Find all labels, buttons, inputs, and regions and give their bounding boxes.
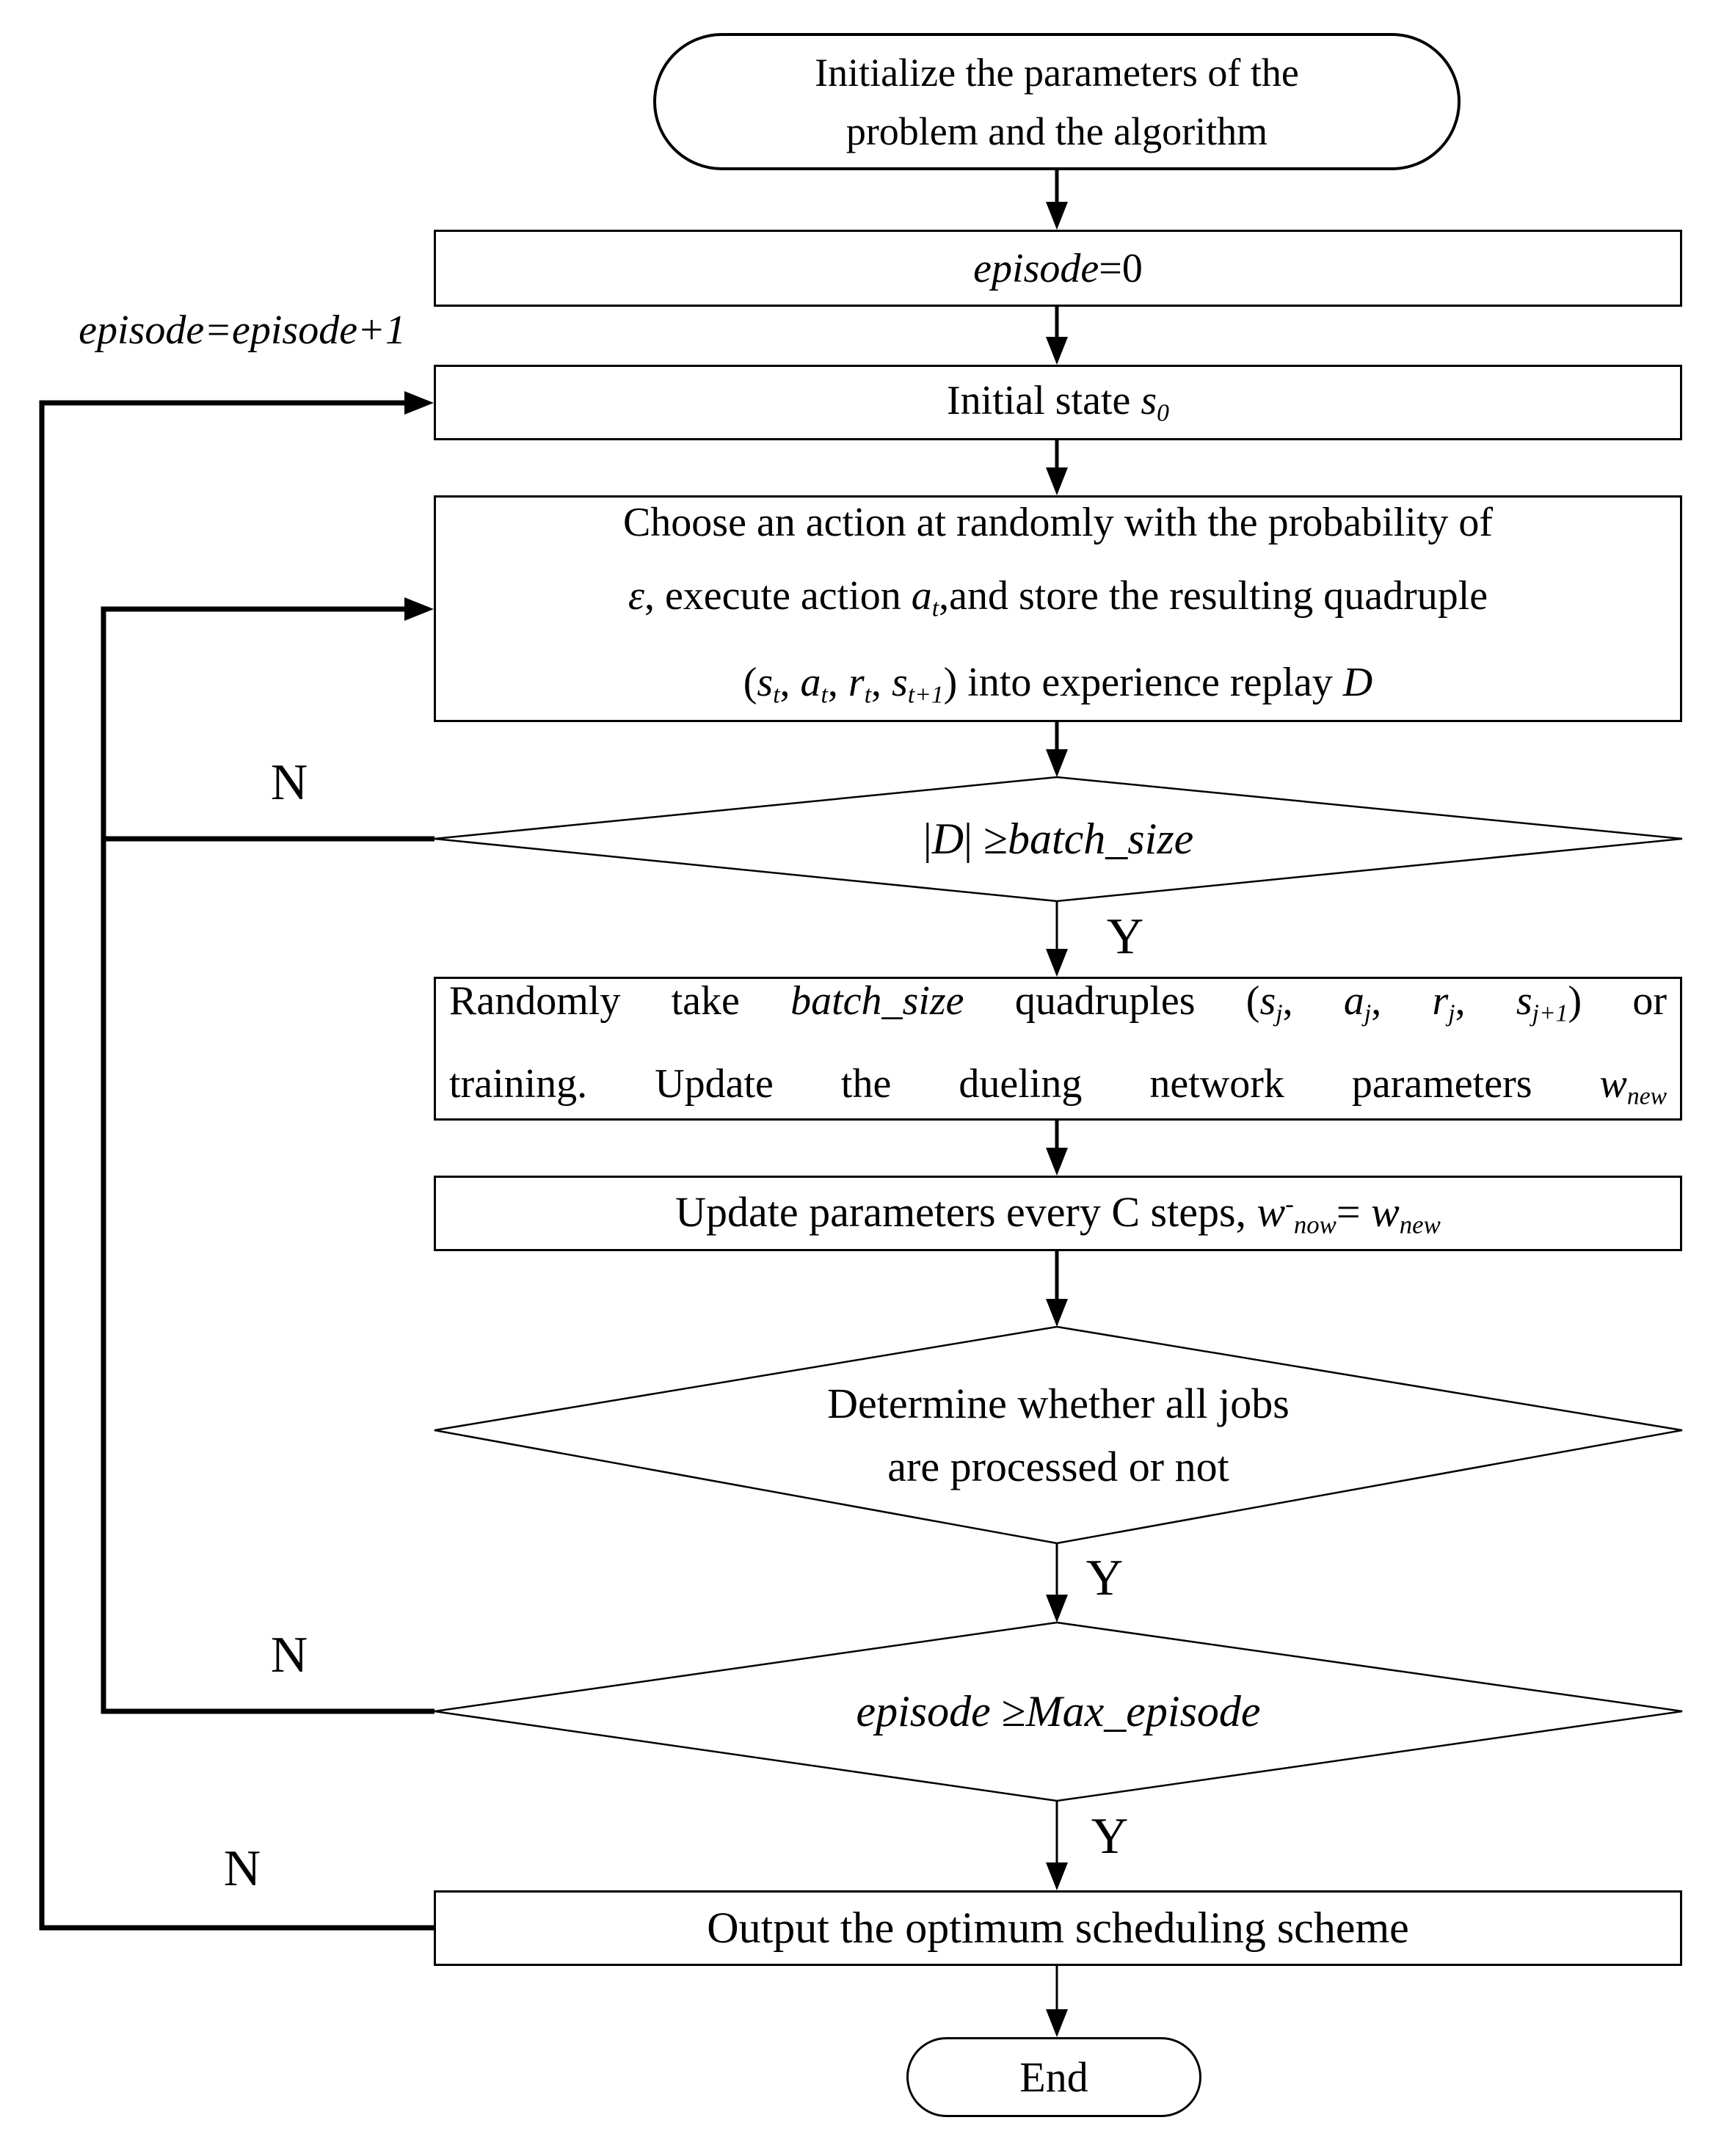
n-label-episode-check: N [270,1627,308,1683]
loop-increment-label-text: episode=episode+1 [79,307,406,353]
node-episode-check-text: episode ≥Max_episode [856,1687,1261,1736]
arrowhead-train [1046,949,1068,977]
n-label-batch-check: N [270,754,308,811]
node-train-text: Randomly take batch_size quadruples (sj,… [449,977,1667,1110]
node-batch-check-text: |D| ≥batch_size [923,815,1194,863]
y-label-episode-check: Y [1091,1808,1129,1865]
arrowhead-into-choose-action [404,597,434,621]
episode-check-diamond [434,1621,1683,1802]
node-output-text: Output the optimum scheduling scheme [707,1904,1409,1952]
y-label-batch-check: Y [1106,908,1144,965]
node-episode-check: episode ≥Max_episode [434,1623,1682,1801]
arrowhead-initial [1046,337,1068,365]
node-episode-zero-text: episode=0 [973,245,1143,291]
node-update-params-text: Update parameters every C steps, w-now= … [675,1187,1441,1239]
arrowhead-into-initial-state [404,391,434,415]
return-to-choose-line [101,606,434,1714]
batch-check-diamond [434,776,1683,903]
loop-increment-label: episode=episode+1 [37,299,448,361]
node-episode-zero: episode=0 [434,230,1682,307]
arrowhead-end [1046,2009,1068,2037]
node-output: Output the optimum scheduling scheme [434,1890,1682,1966]
node-train: Randomly take batch_size quadruples (sj,… [434,977,1682,1121]
y-label-jobs-check: Y [1085,1550,1124,1606]
arrowhead-episode-check [1046,1595,1068,1623]
jobs-check-diamond [434,1325,1683,1545]
node-initial-state: Initial state s0 [434,365,1682,440]
node-choose-action-text: Choose an action at randomly with the pr… [622,500,1494,708]
return-to-initial-line [39,400,434,1931]
n-label-return-loop: N [223,1840,261,1897]
node-end: End [906,2037,1201,2117]
arrowhead-choose [1046,467,1068,495]
arrowhead-jobs-check [1046,1299,1068,1327]
node-choose-action: Choose an action at randomly with the pr… [434,495,1682,722]
node-initial-state-text: Initial state s0 [947,378,1169,427]
node-batch-check: |D| ≥batch_size [434,777,1682,901]
node-update-params: Update parameters every C steps, w-now= … [434,1176,1682,1251]
arrowhead-episode0 [1046,202,1068,230]
node-end-text: End [1019,2053,1088,2101]
arrowhead-update [1046,1148,1068,1176]
arrowhead-output [1046,1862,1068,1890]
arrowhead-batch-check [1046,749,1068,777]
